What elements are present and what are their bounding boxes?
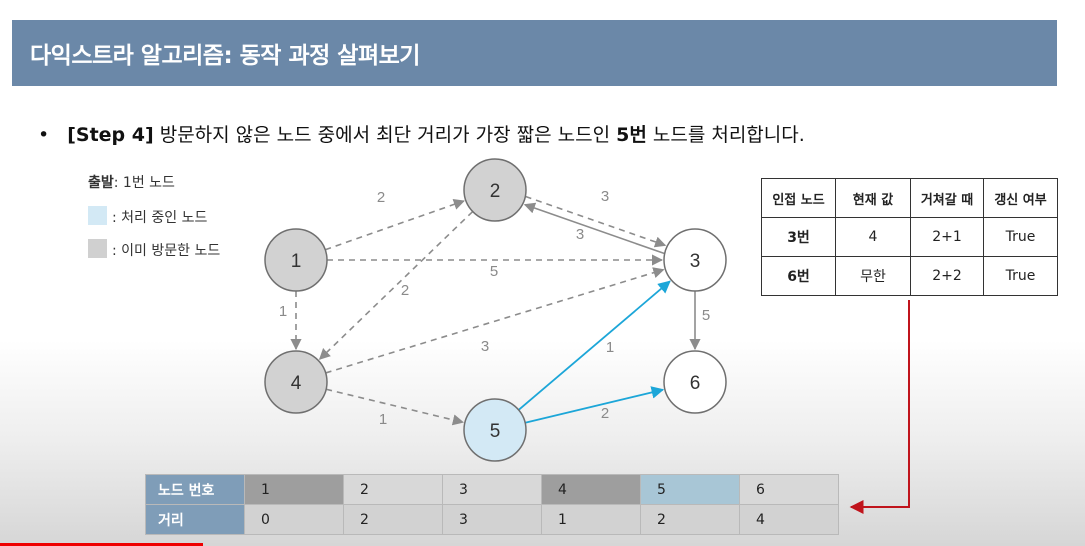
adj-cell-current: 무한 (835, 256, 911, 296)
node-number-cell: 4 (541, 474, 641, 505)
distance-cell: 2 (640, 504, 740, 535)
video-progress-bar[interactable] (0, 543, 203, 546)
node-4 (264, 350, 328, 414)
node-number-cell: 3 (442, 474, 542, 505)
edge-5-3 (518, 280, 671, 411)
adj-header-updated: 갱신 여부 (983, 178, 1058, 218)
legend-visited-label: : 이미 방문한 노드 (112, 243, 221, 259)
edge-1-2 (324, 199, 465, 251)
title-bar: 다익스트라 알고리즘: 동작 과정 살펴보기 (12, 20, 1057, 86)
adjacency-row: 3번 4 2+1 True (761, 217, 1058, 257)
adj-header-current: 현재 값 (835, 178, 911, 218)
node-5 (463, 398, 527, 462)
node-label: 5 (490, 421, 501, 442)
adj-cell-updated: True (983, 256, 1058, 296)
edge-2-3 (525, 195, 667, 248)
node-number-cell: 1 (244, 474, 344, 505)
step-text-after: 노드를 처리합니다. (646, 124, 805, 146)
edge-3-2 (523, 202, 665, 255)
adj-header-via: 거쳐갈 때 (910, 178, 984, 218)
edge-4-5 (325, 388, 465, 426)
adj-cell-node: 3번 (761, 217, 836, 257)
node-label: 2 (490, 181, 501, 202)
node-number-cell: 2 (343, 474, 443, 505)
node-2 (463, 158, 527, 222)
adj-header-adjacent: 인접 노드 (761, 178, 836, 218)
edge-weight-label: 3 (601, 188, 609, 205)
step-text-before: 방문하지 않은 노드 중에서 최단 거리가 가장 짧은 노드인 (153, 124, 617, 146)
visited-swatch (88, 239, 107, 258)
node-number-cell: 5 (640, 474, 740, 505)
distance-cell: 2 (343, 504, 443, 535)
node-label: 4 (291, 373, 302, 394)
adj-cell-via: 2+1 (910, 217, 984, 257)
edge-weight-label: 2 (601, 405, 609, 422)
node-label: 6 (690, 373, 701, 394)
node-number-header: 노드 번호 (145, 474, 245, 505)
connector-arrow (849, 300, 910, 514)
distance-cell: 3 (442, 504, 542, 535)
legend-start-bold: 출발 (88, 175, 114, 191)
edge-weight-label: 1 (279, 303, 287, 320)
node-label: 1 (291, 251, 302, 272)
node-number-cell: 6 (739, 474, 839, 505)
node-6 (663, 350, 727, 414)
node-number-row: 노드 번호 1 2 3 4 5 6 (145, 474, 839, 505)
distance-row: 거리 0 2 3 1 2 4 (145, 504, 839, 535)
node-3 (663, 228, 727, 292)
legend-start: 출발: 1번 노드 (88, 172, 175, 192)
adj-cell-updated: True (983, 217, 1058, 257)
edge-2-4 (318, 210, 474, 360)
node-label: 3 (690, 251, 701, 272)
edge-weight-label: 5 (490, 263, 498, 280)
distance-header: 거리 (145, 504, 245, 535)
bullet-icon: • (38, 124, 50, 146)
edge-weight-label: 3 (576, 226, 584, 243)
edge-weight-label: 2 (401, 282, 409, 299)
step-highlight-node: 5번 (616, 124, 647, 146)
adjacency-header-row: 인접 노드 현재 값 거쳐갈 때 갱신 여부 (761, 178, 1058, 218)
edge-weight-label: 3 (481, 338, 489, 355)
step-description: • [Step 4] 방문하지 않은 노드 중에서 최단 거리가 가장 짧은 노드… (38, 120, 805, 147)
edge-weight-label: 1 (606, 339, 614, 356)
adj-cell-via: 2+2 (910, 256, 984, 296)
legend-start-text: : 1번 노드 (113, 175, 175, 191)
distance-table: 노드 번호 1 2 3 4 5 6 거리 0 2 3 1 2 4 (145, 474, 839, 535)
adj-cell-node: 6번 (761, 256, 836, 296)
adjacency-table: 인접 노드 현재 값 거쳐갈 때 갱신 여부 3번 4 2+1 True 6번 … (761, 178, 1058, 296)
distance-cell: 1 (541, 504, 641, 535)
distance-cell: 4 (739, 504, 839, 535)
adj-cell-current: 4 (835, 217, 911, 257)
edge-weight-label: 1 (379, 411, 387, 428)
edge-4-3 (325, 267, 665, 374)
processing-swatch (88, 206, 107, 225)
distance-cell: 0 (244, 504, 344, 535)
page-title: 다익스트라 알고리즘: 동작 과정 살펴보기 (30, 43, 420, 69)
step-label: [Step 4] (67, 124, 154, 146)
edge-weight-label: 2 (377, 189, 385, 206)
adjacency-row: 6번 무한 2+2 True (761, 256, 1058, 296)
edge-weight-label: 5 (702, 307, 710, 324)
edge-5-6 (524, 386, 665, 424)
node-1 (264, 228, 328, 292)
legend-processing-label: : 처리 중인 노드 (112, 210, 208, 226)
